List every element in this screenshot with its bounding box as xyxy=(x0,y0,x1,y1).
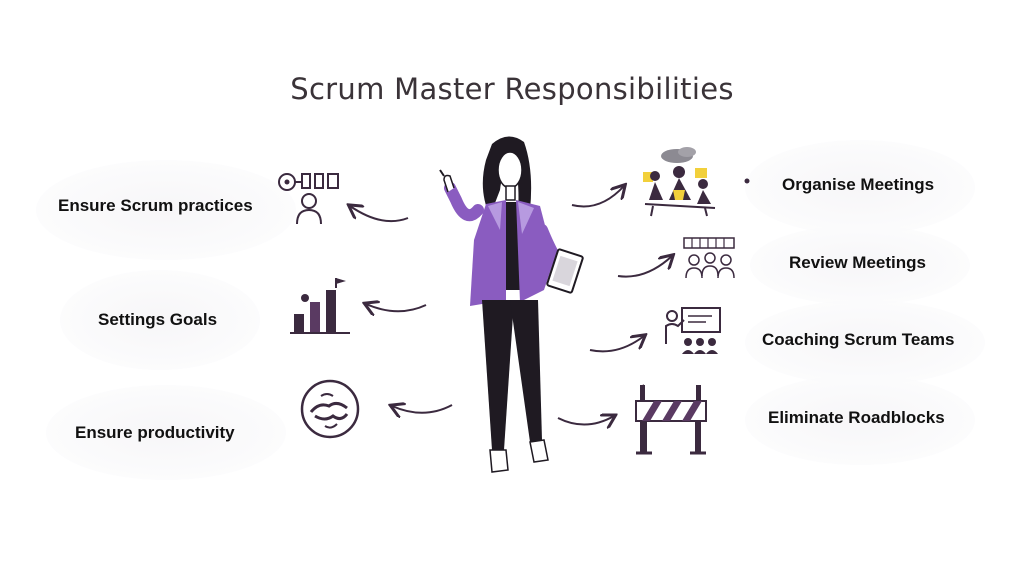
audience-review-icon xyxy=(683,237,735,279)
arrow-right-2 xyxy=(617,256,672,278)
arrow-right-1 xyxy=(571,186,624,208)
bg-blob xyxy=(36,160,296,260)
label-ensure-productivity: Ensure productivity xyxy=(75,423,235,442)
arrow-left-3 xyxy=(392,405,453,413)
page-title: Scrum Master Responsibilities xyxy=(290,72,734,106)
bg-blob xyxy=(745,300,985,385)
label-ensure-scrum-practices: Ensure Scrum practices xyxy=(58,196,253,215)
roadblock-barrier-icon xyxy=(635,384,707,455)
label-organise-meetings: Organise Meetings xyxy=(782,175,935,194)
bg-blob xyxy=(60,270,260,370)
arrow-left-2 xyxy=(366,304,427,311)
bar-chart-goal-icon xyxy=(290,278,350,334)
meeting-group-icon xyxy=(643,147,716,217)
arrow-right-3 xyxy=(589,336,644,353)
label-eliminate-roadblocks: Eliminate Roadblocks xyxy=(768,408,945,427)
handshake-icon xyxy=(300,379,360,439)
label-settings-goals: Settings Goals xyxy=(98,310,218,329)
bg-blob xyxy=(46,385,286,480)
bg-blob xyxy=(750,225,970,305)
arrow-left-1 xyxy=(350,206,409,223)
label-review-meetings: Review Meetings xyxy=(789,253,926,272)
label-coaching-scrum-teams: Coaching Scrum Teams xyxy=(762,330,955,349)
dot-decoration xyxy=(744,178,750,184)
bg-blob xyxy=(745,375,975,465)
scrum-master-figure xyxy=(439,136,584,473)
bg-blob xyxy=(745,140,975,235)
person-process-icon xyxy=(278,173,339,225)
arrow-right-4 xyxy=(557,416,614,425)
presentation-coaching-icon xyxy=(665,307,721,354)
